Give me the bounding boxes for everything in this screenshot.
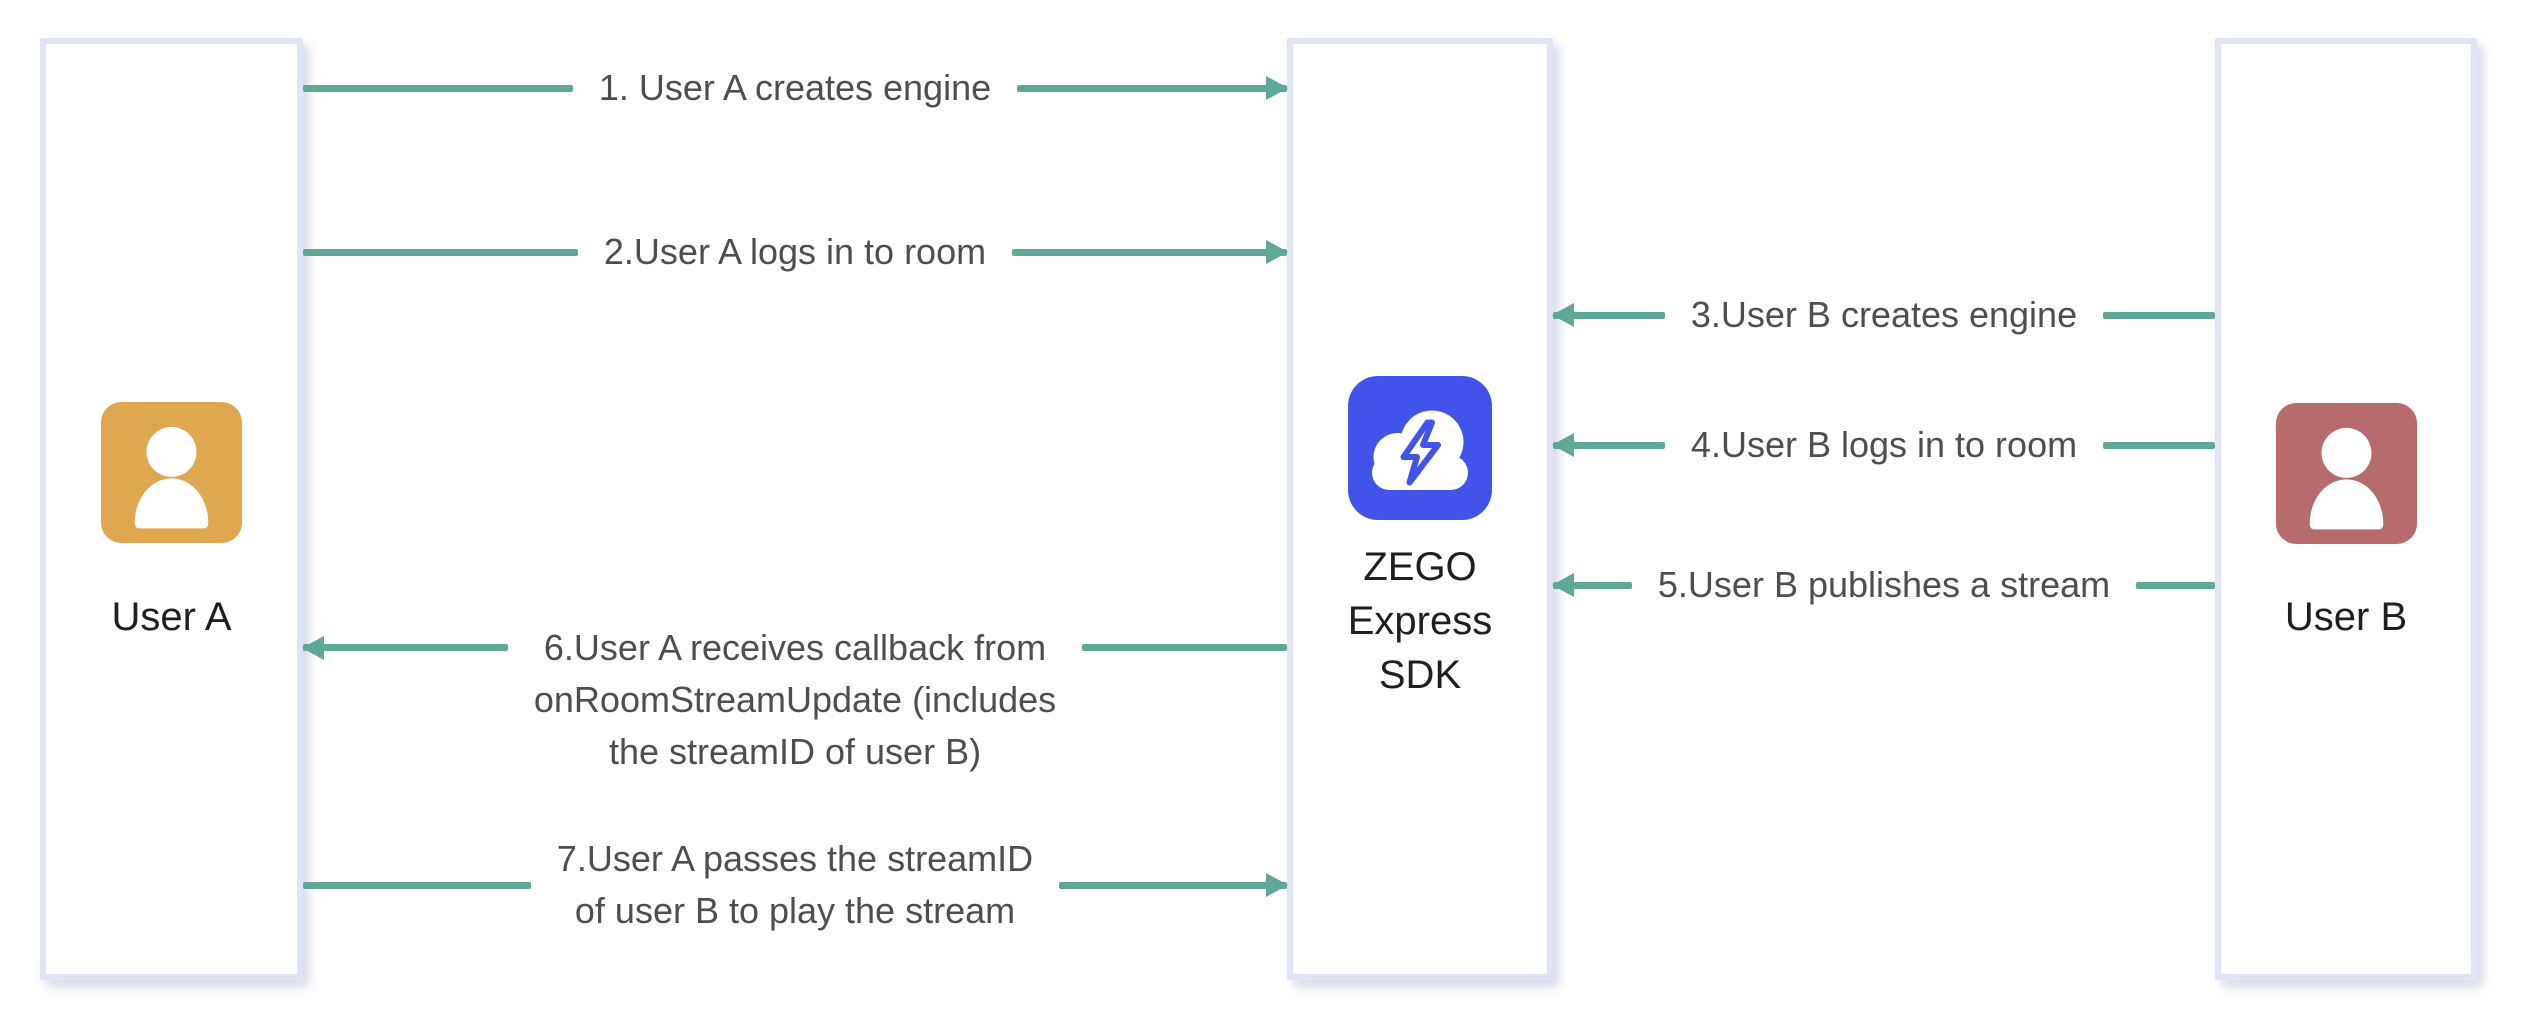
arrow-line xyxy=(303,881,531,889)
message-arrow-3: 3.User B creates engine xyxy=(1553,289,2215,341)
arrow-line xyxy=(2103,441,2215,449)
arrow-line xyxy=(303,84,573,92)
arrow-left-icon xyxy=(1553,441,1665,449)
message-label-7: 7.User A passes the streamID of user B t… xyxy=(556,838,1034,931)
message-label-5: 5.User B publishes a stream xyxy=(1657,564,2111,605)
user-b-label: User B xyxy=(2284,595,2408,639)
sdk-label: ZEGO Express SDK xyxy=(1347,545,1493,697)
arrow-left-icon xyxy=(1553,581,1632,589)
user-b-person-icon xyxy=(2273,400,2420,547)
message-label-3: 3.User B creates engine xyxy=(1690,294,2078,335)
arrow-right-icon xyxy=(1012,248,1287,256)
message-arrow-6: 6.User A receives callback from onRoomSt… xyxy=(303,622,1288,778)
arrow-line xyxy=(2103,311,2215,319)
user-a-label: User A xyxy=(111,595,232,639)
arrow-right-icon xyxy=(1017,84,1287,92)
message-arrow-4: 4.User B logs in to room xyxy=(1553,419,2215,471)
message-arrow-7: 7.User A passes the streamID of user B t… xyxy=(303,833,1287,937)
message-label-6: 6.User A receives callback from onRoomSt… xyxy=(533,627,1057,772)
message-arrow-5: 5.User B publishes a stream xyxy=(1553,559,2216,611)
sdk-cloud-lightning-icon xyxy=(1345,373,1495,523)
message-label-1: 1. User A creates engine xyxy=(598,67,992,108)
message-label-2: 2.User A logs in to room xyxy=(603,231,987,272)
user-a-person-icon xyxy=(98,399,245,546)
arrow-left-icon xyxy=(1553,311,1665,319)
arrow-right-icon xyxy=(1059,881,1287,889)
arrow-line xyxy=(1082,644,1288,651)
arrow-line xyxy=(2136,581,2216,589)
arrow-line xyxy=(303,248,578,256)
message-label-4: 4.User B logs in to room xyxy=(1690,424,2078,465)
message-arrow-2: 2.User A logs in to room xyxy=(303,226,1287,278)
arrow-left-icon xyxy=(303,644,508,651)
message-arrow-1: 1. User A creates engine xyxy=(303,62,1287,114)
